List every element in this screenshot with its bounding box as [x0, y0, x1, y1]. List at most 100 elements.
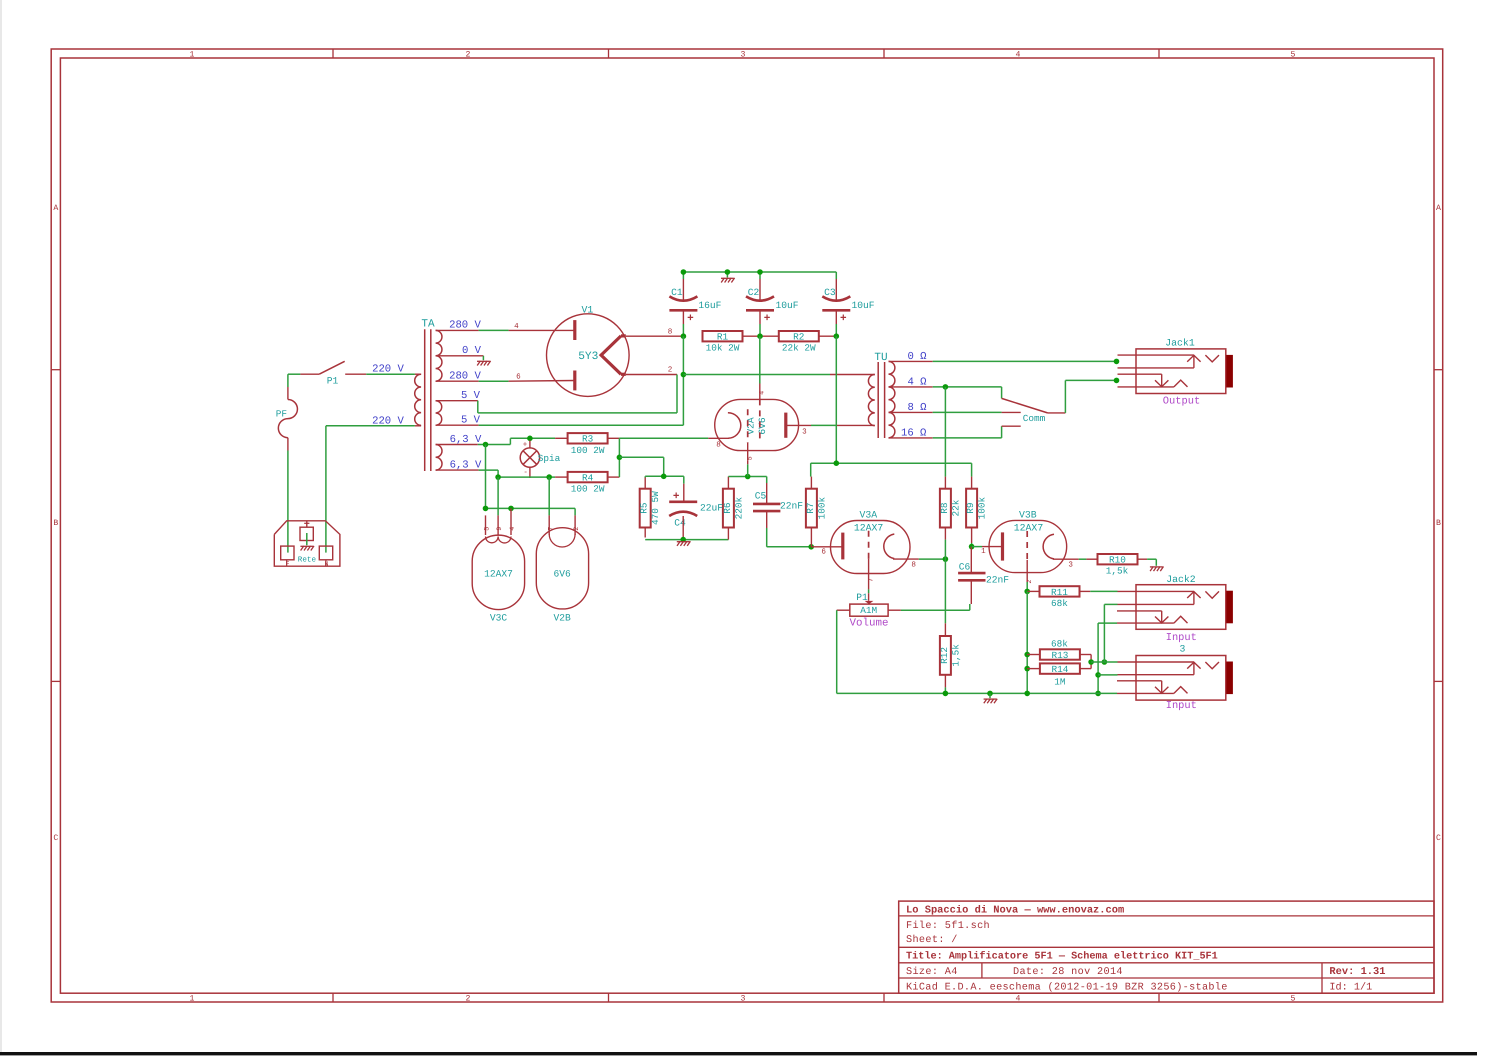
svg-text:2: 2 — [466, 50, 471, 59]
svg-text:7: 7 — [547, 527, 555, 531]
svg-text:2: 2 — [573, 527, 581, 531]
svg-text:5: 5 — [483, 527, 491, 531]
svg-text:R11: R11 — [1051, 587, 1068, 598]
svg-text:10uF: 10uF — [851, 300, 874, 311]
svg-text:Input: Input — [1166, 632, 1197, 644]
svg-text:280 V: 280 V — [449, 320, 481, 332]
svg-text:5 V: 5 V — [461, 415, 481, 427]
svg-text:+: + — [523, 441, 528, 449]
svg-text:Spia: Spia — [538, 453, 561, 464]
svg-text:C6: C6 — [959, 561, 971, 572]
svg-text:6V6: 6V6 — [554, 569, 572, 580]
svg-text:5: 5 — [1291, 995, 1296, 1004]
svg-text:16uF: 16uF — [698, 300, 721, 311]
svg-text:Volume: Volume — [850, 617, 889, 629]
svg-text:Id: 1/1: Id: 1/1 — [1329, 981, 1372, 993]
svg-text:C: C — [1436, 834, 1441, 843]
svg-text:C4: C4 — [674, 517, 686, 528]
svg-text:4: 4 — [514, 323, 519, 331]
svg-text:Title: Amplificatore 5F1 — Sch: Title: Amplificatore 5F1 — Schema elettr… — [906, 950, 1218, 962]
svg-text:R12: R12 — [939, 647, 950, 664]
svg-text:8: 8 — [716, 441, 721, 450]
svg-text:1,5k: 1,5k — [950, 644, 961, 667]
svg-text:4: 4 — [1016, 995, 1021, 1004]
svg-text:Size: A4: Size: A4 — [906, 966, 958, 978]
svg-text:Date: 28 nov 2014: Date: 28 nov 2014 — [1013, 967, 1123, 978]
svg-text:5: 5 — [1291, 50, 1296, 59]
svg-text:12AX7: 12AX7 — [484, 569, 513, 580]
svg-text:A1M: A1M — [860, 605, 877, 616]
svg-text:100 2W: 100 2W — [571, 484, 605, 495]
svg-text:12AX7: 12AX7 — [1014, 522, 1044, 533]
svg-text:+: + — [673, 491, 680, 503]
svg-text:+: + — [840, 313, 847, 325]
svg-text:1: 1 — [190, 50, 195, 59]
svg-text:V2A: V2A — [745, 417, 756, 435]
svg-text:5Y3: 5Y3 — [578, 351, 598, 363]
svg-text:R3: R3 — [582, 434, 594, 445]
svg-text:B: B — [53, 519, 58, 528]
svg-text:220 V: 220 V — [372, 364, 404, 376]
svg-text:22k 2W: 22k 2W — [782, 343, 816, 354]
svg-text:R5: R5 — [639, 502, 650, 514]
svg-text:R4: R4 — [582, 473, 594, 484]
svg-text:7: 7 — [867, 578, 875, 582]
svg-text:R2: R2 — [793, 332, 804, 343]
svg-text:4: 4 — [509, 527, 517, 531]
svg-text:TA: TA — [421, 319, 435, 331]
svg-text:R7: R7 — [805, 502, 816, 513]
svg-text:V3B: V3B — [1019, 509, 1037, 520]
svg-text:V3A: V3A — [859, 509, 877, 520]
svg-text:6,3 V: 6,3 V — [450, 459, 482, 471]
svg-text:P1: P1 — [856, 592, 868, 603]
svg-text:P1: P1 — [327, 375, 339, 386]
svg-text:Jack2: Jack2 — [1166, 574, 1196, 585]
svg-text:4: 4 — [1016, 50, 1021, 59]
svg-text:C2: C2 — [748, 287, 760, 298]
svg-text:-: - — [523, 469, 528, 477]
svg-text:R8: R8 — [939, 502, 950, 514]
svg-text:6: 6 — [821, 548, 826, 557]
svg-text:+: + — [687, 313, 694, 325]
svg-text:A: A — [1436, 204, 1441, 213]
svg-text:1: 1 — [981, 548, 986, 556]
svg-text:Jack1: Jack1 — [1165, 338, 1195, 349]
svg-text:C3: C3 — [824, 287, 836, 298]
svg-text:1,5k: 1,5k — [1106, 566, 1129, 577]
svg-text:2: 2 — [668, 366, 673, 375]
svg-text:220k: 220k — [733, 496, 744, 519]
svg-text:V2B: V2B — [554, 613, 572, 624]
svg-text:10k 2W: 10k 2W — [706, 343, 740, 354]
svg-text:22uF: 22uF — [700, 503, 723, 514]
svg-text:4 Ω: 4 Ω — [907, 376, 927, 388]
svg-text:12AX7: 12AX7 — [854, 522, 884, 533]
svg-text:8: 8 — [911, 561, 916, 570]
svg-text:3: 3 — [1180, 644, 1186, 655]
svg-text:KiCad E.D.A. eeschema (2012-0: KiCad E.D.A. eeschema (2012-01-19 BZR 32… — [906, 981, 1228, 993]
svg-text:Input: Input — [1166, 700, 1197, 712]
svg-text:3: 3 — [741, 50, 746, 59]
svg-text:A: A — [53, 204, 58, 213]
svg-text:16 Ω: 16 Ω — [901, 427, 927, 439]
svg-text:N: N — [325, 560, 329, 567]
svg-text:File: 5f1.sch: File: 5f1.sch — [906, 920, 990, 932]
svg-text:Rev: 1.31: Rev: 1.31 — [1329, 966, 1385, 978]
svg-text:F: F — [286, 560, 290, 567]
svg-text:9: 9 — [496, 527, 504, 531]
svg-text:3: 3 — [1068, 561, 1073, 570]
svg-text:4: 4 — [759, 391, 767, 395]
svg-text:100 2W: 100 2W — [571, 445, 605, 456]
svg-text:68k: 68k — [1051, 598, 1068, 609]
svg-text:R1: R1 — [717, 332, 729, 343]
svg-text:8 Ω: 8 Ω — [907, 402, 927, 414]
svg-text:0 Ω: 0 Ω — [907, 351, 927, 363]
svg-text:R13: R13 — [1051, 650, 1068, 661]
svg-text:1M: 1M — [1054, 677, 1066, 688]
svg-text:3: 3 — [802, 427, 807, 436]
svg-text:C1: C1 — [671, 287, 683, 298]
svg-text:220 V: 220 V — [372, 415, 404, 427]
svg-text:280 V: 280 V — [449, 371, 481, 383]
svg-text:8: 8 — [668, 327, 673, 336]
svg-text:5: 5 — [746, 456, 754, 460]
svg-text:22nF: 22nF — [986, 575, 1009, 586]
